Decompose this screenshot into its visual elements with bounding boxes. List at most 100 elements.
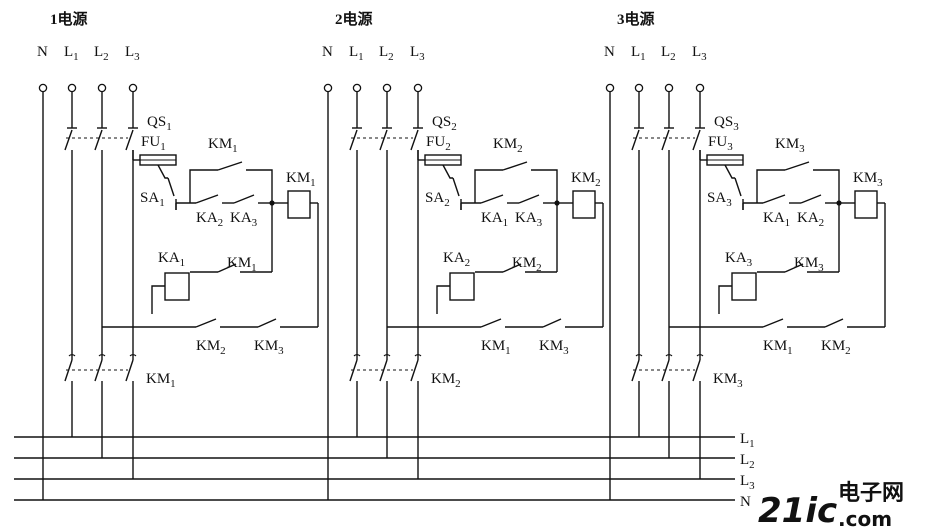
km-y-label: KM3 [539, 338, 569, 357]
contact-ka-a [762, 194, 786, 204]
coil-label: KM2 [571, 170, 601, 189]
terminal-l1 [634, 83, 644, 93]
bus-label-l2: L2 [740, 452, 755, 471]
ka-b-label: KA2 [797, 210, 824, 229]
terminal-label-l3: L3 [410, 44, 425, 63]
km-main-l1-arc [635, 354, 643, 357]
qs-l2-blade [379, 129, 388, 151]
ka-coil-left [436, 285, 450, 314]
terminal-l1 [352, 83, 362, 93]
contact-ka-b [233, 194, 255, 204]
sa-label: SA2 [425, 190, 450, 209]
contact-km-hold [217, 161, 243, 171]
terminal-l3 [128, 83, 138, 93]
qs-l1-blade [64, 129, 73, 151]
coil-km [287, 190, 311, 219]
qs-l2-blade [94, 129, 103, 151]
qs-l2-blade [661, 129, 670, 151]
sa-label: SA1 [140, 190, 165, 209]
km-main-label: KM3 [713, 371, 743, 390]
coil-km [854, 190, 878, 219]
contact-ka-b [800, 194, 822, 204]
terminal-n [38, 83, 48, 93]
ka-a-label: KA1 [763, 210, 790, 229]
km-y-label: KM3 [254, 338, 284, 357]
km-hold-label: KM1 [208, 136, 238, 155]
watermark-domain: .com [838, 507, 892, 531]
hold-right [246, 169, 273, 203]
sa-blade [452, 177, 460, 197]
coil-km [572, 190, 596, 219]
qs-label: QS3 [714, 114, 739, 133]
km-hold-label: KM3 [775, 136, 805, 155]
km-x-label: KM1 [763, 338, 793, 357]
contact-km-x [195, 318, 217, 328]
ka-b-label: KA3 [230, 210, 258, 229]
km-main-l1-arc [68, 354, 76, 357]
ka-b-label: KA3 [515, 210, 543, 229]
terminal-label-n: N [322, 44, 333, 60]
terminal-label-l1: L1 [64, 44, 79, 63]
terminal-l3 [695, 83, 705, 93]
hold-left [189, 169, 218, 203]
terminal-l2 [97, 83, 107, 93]
qs-l1-blade [631, 129, 640, 151]
contact-km-y [824, 318, 844, 328]
terminal-l3 [413, 83, 423, 93]
coil-ka [449, 272, 475, 301]
qs-label: QS2 [432, 114, 457, 133]
sa-blade [167, 177, 175, 197]
qs-l3-blade [410, 129, 419, 151]
terminal-label-n: N [604, 44, 615, 60]
unit-title: 1电源 [50, 10, 88, 28]
contact-ka-a [480, 194, 504, 204]
terminal-label-l2: L2 [661, 44, 676, 63]
qs-l3-blade [125, 129, 134, 151]
ka-contact-label: KM1 [227, 255, 257, 274]
contact-km-x [762, 318, 784, 328]
km-main-l3-arc [129, 354, 137, 357]
contact-km-hold [502, 161, 528, 171]
watermark-logo: 21ic [758, 491, 837, 531]
ka-a-label: KA2 [196, 210, 223, 229]
bus-label-l1: L1 [740, 431, 755, 450]
terminal-label-n: N [37, 44, 48, 60]
km-main-l3-blade [692, 359, 701, 382]
watermark-site-cn: 电子网 [838, 481, 904, 506]
coil-label: KM1 [286, 170, 316, 189]
bus-label-l3: L3 [740, 473, 755, 492]
ka-contact-label: KM3 [794, 255, 824, 274]
contact-km-y [257, 318, 277, 328]
contact-ka-a [195, 194, 219, 204]
ka-contact-label: KM2 [512, 255, 542, 274]
hold-left [474, 169, 503, 203]
km-x-label: KM2 [196, 338, 226, 357]
contact-km-ka [217, 263, 237, 273]
bus-label-n: N [740, 494, 751, 510]
ka-a-label: KA1 [481, 210, 508, 229]
fu-label: FU1 [141, 134, 166, 153]
km-main-l3-arc [414, 354, 422, 357]
km-main-label: KM2 [431, 371, 461, 390]
fu-label: FU2 [426, 134, 451, 153]
contact-km-y [542, 318, 562, 328]
km-main-l2-arc [98, 354, 106, 357]
km-main-label: KM1 [146, 371, 176, 390]
ka-coil-label: KA3 [725, 250, 753, 269]
km-main-l1-arc [353, 354, 361, 357]
terminal-label-l3: L3 [692, 44, 707, 63]
sa-blade [734, 177, 742, 197]
coil-label: KM3 [853, 170, 883, 189]
hold-right [813, 169, 840, 203]
terminal-label-l2: L2 [94, 44, 109, 63]
contact-km-ka [502, 263, 522, 273]
ka-coil-label: KA2 [443, 250, 470, 269]
qs-l1-blade [349, 129, 358, 151]
sa-label: SA3 [707, 190, 732, 209]
